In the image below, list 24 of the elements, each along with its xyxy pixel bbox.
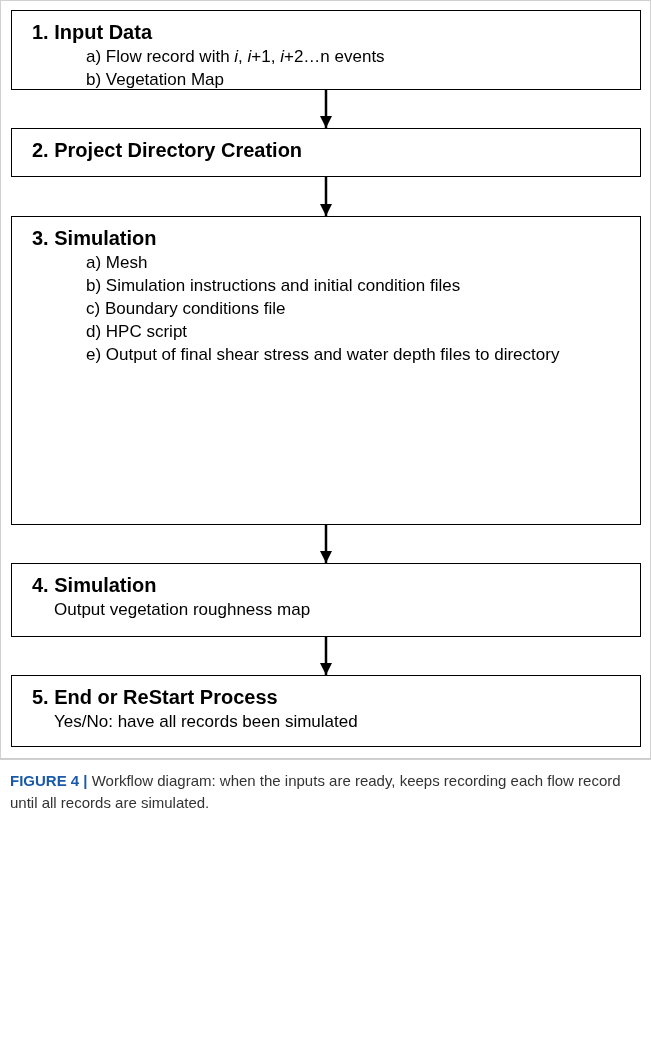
process-box xyxy=(11,10,641,90)
step-title: 3. Simulation xyxy=(32,226,158,251)
list-item: b) Simulation instructions and initial condition files xyxy=(85,275,462,297)
arrow xyxy=(319,525,333,563)
arrow xyxy=(319,637,333,675)
arrow xyxy=(319,177,333,216)
figure-caption: FIGURE 4 | Workflow diagram: when the inputs are ready, keeps recording each flow record until all records are simulated. xyxy=(10,771,622,813)
arrow xyxy=(319,90,333,128)
step-title: 4. Simulation xyxy=(32,573,158,598)
process-box xyxy=(11,563,641,637)
step-title: 1. Input Data xyxy=(32,20,154,45)
process-box xyxy=(11,128,641,177)
step-description: Output vegetation roughness map xyxy=(53,599,312,621)
list-item: e) Output of final shear stress and water depth files to directory xyxy=(85,344,561,366)
step-title: 2. Project Directory Creation xyxy=(32,138,304,163)
step-description: Yes/No: have all records been simulated xyxy=(53,711,359,733)
process-box xyxy=(11,216,641,525)
list-item: a) Mesh xyxy=(85,252,149,274)
list-item: b) Vegetation Map xyxy=(85,69,225,91)
list-item: d) HPC script xyxy=(85,321,189,343)
process-box xyxy=(11,675,641,747)
step-title: 5. End or ReStart Process xyxy=(32,685,279,710)
list-item: c) Boundary conditions file xyxy=(85,298,287,320)
list-item: a) Flow record with i, i+1, i+2…n events xyxy=(85,46,386,68)
